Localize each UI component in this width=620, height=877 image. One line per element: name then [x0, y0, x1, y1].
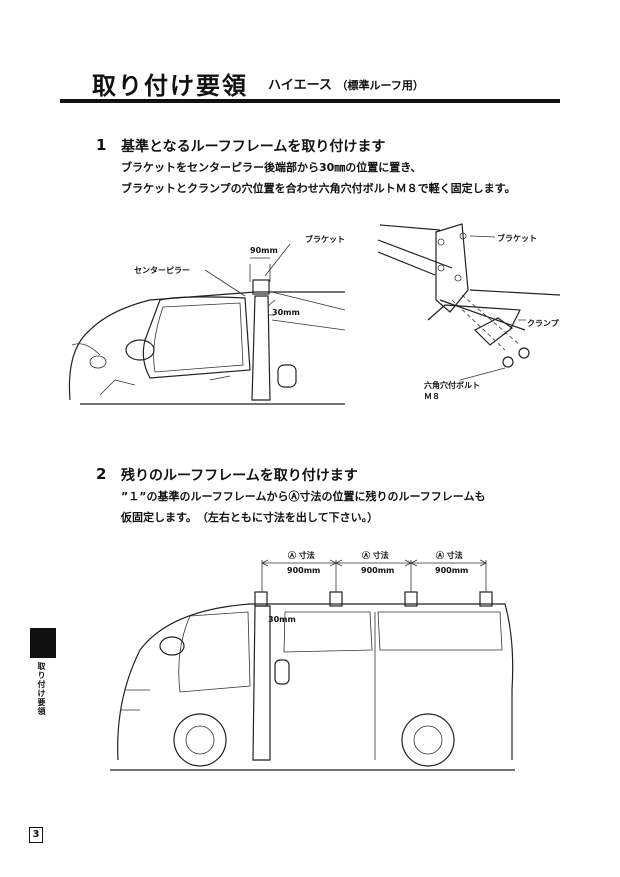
subtitle-note: （標準ルーフ用）: [336, 79, 424, 92]
step1-text-line1: ブラケットをセンターピラー後端部から30㎜の位置に置き、: [121, 161, 422, 174]
step2-text-line2: 仮固定します。 （左右ともに寸法を出して下さい。）: [121, 511, 379, 524]
step1-text-line2: ブラケットとクランプの穴位置を合わせ六角穴付ボルトＭ８で軽く固定します。: [121, 182, 516, 195]
step1-heading: 基準となるルーフフレームを取り付けます: [121, 139, 386, 155]
dim-value-3: 900mm: [435, 566, 469, 575]
label-center-pillar: センターピラー: [134, 266, 190, 275]
subtitle-model: ハイエース: [268, 78, 332, 93]
label-width-90mm: 90mm: [250, 246, 278, 255]
label-bracket-right: ブラケット: [497, 234, 537, 243]
dim-label-3: Ⓐ 寸法: [436, 551, 463, 560]
title-underline: [60, 99, 560, 103]
label-offset-30mm-2: 30mm: [268, 615, 296, 624]
label-bolt: 六角穴付ボルト: [424, 381, 480, 390]
dim-label-1: Ⓐ 寸法: [288, 551, 315, 560]
side-tab-marker: [30, 628, 56, 658]
step1-number: 1: [96, 136, 107, 154]
step2-heading: 残りのルーフフレームを取り付けます: [121, 468, 358, 484]
dim-value-2: 900mm: [361, 566, 395, 575]
van-pillar-illustration: [68, 243, 346, 405]
label-offset-30mm: 30mm: [272, 308, 300, 317]
van-side-illustration: [110, 559, 515, 771]
step2-text-line1: ”１”の基準のルーフフレームからⒶ寸法の位置に残りのルーフフレームも: [121, 490, 486, 503]
dim-value-1: 900mm: [287, 566, 321, 575]
bracket-clamp-detail: [377, 223, 561, 381]
side-tab-label: 取り付け要領: [37, 662, 46, 716]
page-subtitle: ハイエース （標準ルーフ用）: [268, 74, 424, 93]
page-number: 3: [29, 827, 43, 843]
label-clamp: クランプ: [527, 319, 559, 328]
label-bolt-size: Ｍ８: [424, 392, 440, 401]
page-title: 取り付け要領: [92, 72, 248, 100]
label-bracket-left: ブラケット: [305, 235, 345, 244]
step2-number: 2: [96, 465, 107, 483]
dim-label-2: Ⓐ 寸法: [362, 551, 389, 560]
